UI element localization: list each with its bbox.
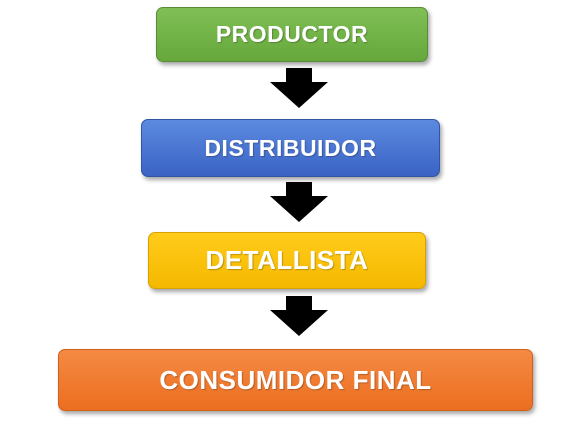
node-distribuidor-label: DISTRIBUIDOR [204,134,377,161]
node-productor: PRODUCTOR [156,7,428,62]
down-arrow-icon [270,296,328,336]
node-consumidor-final: CONSUMIDOR FINAL [58,349,533,411]
down-arrow-icon [270,182,328,222]
node-consumidor-final-label: CONSUMIDOR FINAL [159,364,432,395]
node-productor-label: PRODUCTOR [215,21,369,47]
node-distribuidor: DISTRIBUIDOR [141,119,440,177]
node-detallista-label: DETALLISTA [205,245,369,275]
node-detallista: DETALLISTA [148,232,426,289]
down-arrow-icon [270,68,328,108]
